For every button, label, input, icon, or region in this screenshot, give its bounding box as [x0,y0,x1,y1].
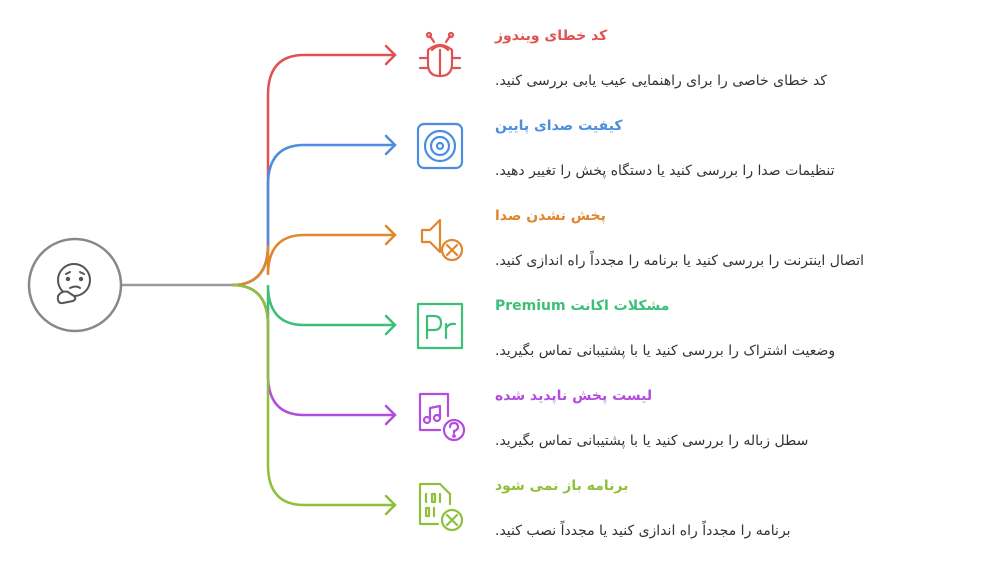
center-node [27,237,123,333]
item-description: .سطل زباله را بررسی کنید یا با پشتیبانی … [495,433,809,449]
item-missing-playlist: لیست پخش ناپدید شده .سطل زباله را بررسی ک… [0,388,1000,478]
arrowhead-app-wont-open [384,494,397,516]
connectors [121,44,397,516]
bug-icon [412,28,468,84]
item-no-audio-playback: پخش نشدن صدا .اتصال اینترنت را بررسی کنید… [0,208,1000,298]
item-title: کیفیت صدای پایین [495,118,623,134]
item-title: لیست پخش ناپدید شده [495,388,653,404]
arrowhead-missing-playlist [384,404,397,426]
item-title: پخش نشدن صدا [495,208,606,224]
item-description: .تنظیمات صدا را بررسی کنید یا دستگاه پخش… [495,163,835,179]
item-title: کد خطای ویندوز [495,28,608,44]
item-description: .اتصال اینترنت را بررسی کنید یا برنامه ر… [495,253,865,269]
item-description: .وضعیت اشتراک را بررسی کنید یا با پشتیبا… [495,343,836,359]
item-premium-account-issues: Premium مشکلات اکانت .وضعیت اشتراک را برر… [0,298,1000,388]
item-description: .برنامه را مجدداً راه اندازی کنید یا مجد… [495,523,791,539]
arrowhead-low-audio-quality [384,134,397,156]
item-title: برنامه باز نمی شود [495,478,629,494]
item-title: Premium مشکلات اکانت [495,298,670,314]
speaker-icon [412,118,468,174]
item-low-audio-quality: کیفیت صدای پایین .تنظیمات صدا را بررسی کن… [0,118,1000,208]
thinking-face-icon [56,263,91,305]
music-file-question-icon [412,388,468,444]
arrowhead-no-audio-playback [384,224,397,246]
item-windows-error-code: کد خطای ویندوز .کد خطای خاصی را برای راهن… [0,28,1000,118]
arrowhead-premium-account-issues [384,314,397,336]
premium-pr-icon [412,298,468,354]
arrowhead-windows-error-code [384,44,397,66]
connector-no-audio-playback [231,233,395,287]
item-description: .کد خطای خاصی را برای راهنمایی عیب یابی … [495,73,827,89]
mute-icon [412,208,468,264]
binary-file-error-icon [412,478,468,534]
connector-app-wont-open [231,283,395,507]
item-app-wont-open: برنامه باز نمی شود .برنامه را مجدداً راه … [0,478,1000,568]
